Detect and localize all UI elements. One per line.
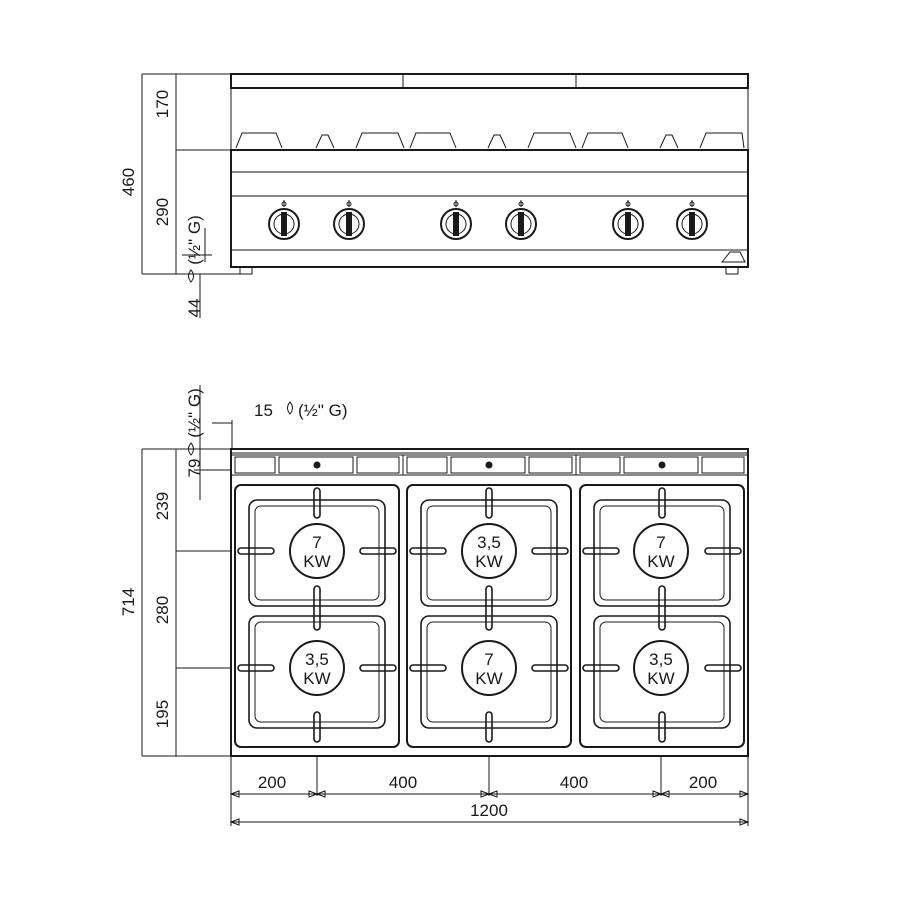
burner-power-value: 3,5	[649, 650, 673, 669]
burner-power-value: 7	[484, 650, 493, 669]
burner-power-unit: KW	[647, 669, 674, 688]
top-back-details	[234, 455, 745, 475]
brand-logo	[720, 251, 746, 263]
burner-front-left: 3,5KW	[289, 640, 345, 696]
dim-200-right-label: 200	[689, 773, 717, 792]
cast-iron-grate	[234, 484, 400, 748]
top-outline	[230, 448, 749, 757]
burner-front-center: 7KW	[461, 640, 517, 696]
control-knob	[333, 200, 365, 240]
front-foot-left	[239, 266, 253, 275]
cast-iron-grate	[579, 484, 745, 748]
burner-rear-center: 3,5KW	[461, 523, 517, 579]
burner-power-value: 7	[656, 533, 665, 552]
control-knob	[612, 200, 644, 240]
front-view: 460 170 290 (½" G) 44	[119, 73, 749, 318]
dim-15-label: 15	[254, 401, 273, 420]
burner-ring	[461, 640, 517, 696]
control-knob	[676, 200, 708, 240]
dim-714-label: 714	[119, 588, 138, 616]
burner-power-unit: KW	[303, 552, 330, 571]
grate-group	[234, 484, 745, 748]
cast-iron-grate	[406, 484, 572, 748]
burner-power-unit: KW	[303, 669, 330, 688]
knob-group	[268, 200, 708, 240]
burner-ring	[289, 640, 345, 696]
burner-ring	[633, 523, 689, 579]
burner-rear-left: 7KW	[289, 523, 345, 579]
dim-1200-label: 1200	[470, 801, 508, 820]
burner-power-value: 7	[312, 533, 321, 552]
flame-icon	[287, 401, 293, 415]
flame-icon	[188, 442, 194, 456]
dim-400-right-label: 400	[560, 773, 588, 792]
dim-239-label: 239	[153, 492, 172, 520]
dim-290-label: 290	[153, 198, 172, 226]
gas-top-connection-label: (½" G)	[185, 388, 204, 437]
control-knob	[440, 200, 472, 240]
dim-44-label: 44	[185, 299, 204, 318]
front-upper-panel	[230, 87, 749, 151]
gas-side-connection-label: (½" G)	[298, 401, 347, 420]
burner-ring	[633, 640, 689, 696]
burner-power-unit: KW	[475, 669, 502, 688]
gas-connection-label: (½" G)	[185, 215, 204, 264]
dim-460-label: 460	[119, 168, 138, 196]
dim-195-label: 195	[153, 700, 172, 728]
control-knob	[505, 200, 537, 240]
front-top-band	[230, 73, 749, 89]
dim-200-left-label: 200	[258, 773, 286, 792]
burner-front-right: 3,5KW	[633, 640, 689, 696]
front-grate-profile	[235, 132, 745, 149]
back-strip-module	[234, 456, 400, 474]
burner-power-value: 3,5	[305, 650, 329, 669]
back-strip-module	[402, 455, 573, 475]
dim-400-left-label: 400	[389, 773, 417, 792]
top-back-strip	[230, 454, 749, 476]
back-strip-module	[575, 455, 745, 475]
dim-280-label: 280	[153, 596, 172, 624]
burner-ring	[461, 523, 517, 579]
burner-power-unit: KW	[647, 552, 674, 571]
front-body	[230, 149, 749, 268]
dim-79-label: 79	[185, 459, 204, 478]
front-foot-right	[725, 266, 739, 275]
flame-icon	[188, 269, 194, 283]
front-control-panel	[230, 195, 749, 251]
dim-170-label: 170	[153, 90, 172, 118]
burner-rear-right: 7KW	[633, 523, 689, 579]
burner-ring	[289, 523, 345, 579]
burner-power-unit: KW	[475, 552, 502, 571]
control-knob	[268, 200, 300, 240]
burner-power-value: 3,5	[477, 533, 501, 552]
